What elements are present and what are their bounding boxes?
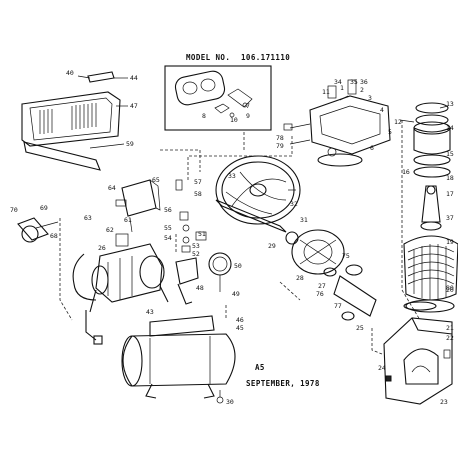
part-label: 35 [350, 78, 358, 86]
cylinder [403, 235, 458, 313]
part-label: 75 [342, 252, 350, 260]
part-label: 1 [340, 84, 344, 92]
part-label: 51 [198, 230, 206, 238]
part-label: 78 [276, 134, 284, 142]
part-label: 19 [446, 238, 454, 246]
part-label: 3 [368, 94, 372, 102]
part-label: 56 [164, 206, 172, 214]
part-label: 4 [380, 106, 384, 114]
part-label: 69 [40, 204, 48, 212]
part-label: 70 [10, 206, 18, 214]
part-label: 76 [316, 290, 324, 298]
part-label: 57 [194, 178, 202, 186]
part-label: 47 [130, 102, 138, 110]
part-label: 22 [446, 334, 454, 342]
part-label: 44 [130, 74, 138, 82]
part-label: 80 [446, 284, 454, 292]
fan-shroud [285, 229, 437, 321]
label-leaders [77, 75, 449, 191]
part-label: 5 [388, 128, 392, 136]
part-label: 14 [446, 124, 454, 132]
flywheel [215, 155, 301, 233]
part-label: 46 [236, 316, 244, 324]
motor-pulley [17, 217, 59, 243]
part-label: 27 [318, 282, 326, 290]
model-number: 106.171110 [241, 53, 290, 62]
motor [89, 233, 169, 313]
part-label: 15 [446, 150, 454, 158]
valve-plate-inset [164, 65, 272, 131]
part-label: 2 [360, 86, 364, 94]
part-label: 40 [66, 69, 74, 77]
part-label: 65 [152, 176, 160, 184]
model-label: MODEL NO. [186, 53, 230, 62]
part-label: 28 [296, 274, 304, 282]
part-label: 7 [246, 102, 250, 110]
part-number-labels: 40 44 47 59 65 64 61 70 69 68 63 62 26 5… [10, 69, 454, 406]
part-label: 32 [290, 200, 298, 208]
part-label: 63 [84, 214, 92, 222]
power-cord [72, 253, 103, 345]
leader-lines [59, 120, 421, 355]
part-label: 45 [236, 324, 244, 332]
part-label: 12 [394, 118, 402, 126]
belt-guard [21, 71, 121, 171]
part-label: 52 [192, 250, 200, 258]
part-label: 21 [446, 324, 454, 332]
part-label: 61 [124, 216, 132, 224]
part-label: 13 [446, 100, 454, 108]
part-label: 8 [202, 112, 206, 120]
part-label: 17 [446, 190, 454, 198]
footer-code: A5 [255, 363, 265, 372]
part-label: 34 [334, 78, 342, 86]
part-label: 36 [360, 78, 368, 86]
part-label: 25 [356, 324, 364, 332]
part-label: 18 [446, 174, 454, 182]
pump-head [283, 79, 391, 167]
part-label: 33 [228, 172, 236, 180]
part-label: 68 [50, 232, 58, 240]
part-label: 29 [268, 242, 276, 250]
part-label: 55 [164, 224, 172, 232]
part-label: 26 [98, 244, 106, 252]
part-label: 6 [370, 144, 374, 152]
part-label: 53 [192, 242, 200, 250]
part-label: 9 [246, 112, 250, 120]
part-label: 64 [108, 184, 116, 192]
part-label: 24 [378, 364, 386, 372]
part-label: 59 [126, 140, 134, 148]
piston-stack [399, 102, 451, 231]
part-label: 58 [194, 190, 202, 198]
part-label: 30 [226, 398, 234, 406]
footer-date: SEPTEMBER, 1978 [246, 379, 320, 388]
part-label: 48 [196, 284, 204, 292]
part-label: 10 [230, 116, 238, 124]
part-label: 79 [276, 142, 284, 150]
part-label: 20 [446, 286, 454, 294]
part-label: 23 [440, 398, 448, 406]
part-label: 31 [300, 216, 308, 224]
regulator-fittings [175, 179, 232, 305]
part-label: 77 [334, 302, 342, 310]
part-label: 49 [232, 290, 240, 298]
part-label: 54 [164, 234, 172, 242]
part-label: 37 [446, 214, 454, 222]
part-label: 62 [106, 226, 114, 234]
pressure-switch [115, 179, 161, 233]
air-tank [121, 315, 236, 404]
part-label: 11 [322, 88, 330, 96]
part-label: 43 [146, 308, 154, 316]
part-label: 16 [402, 168, 410, 176]
part-label: 50 [234, 262, 242, 270]
crankcase [383, 317, 453, 405]
